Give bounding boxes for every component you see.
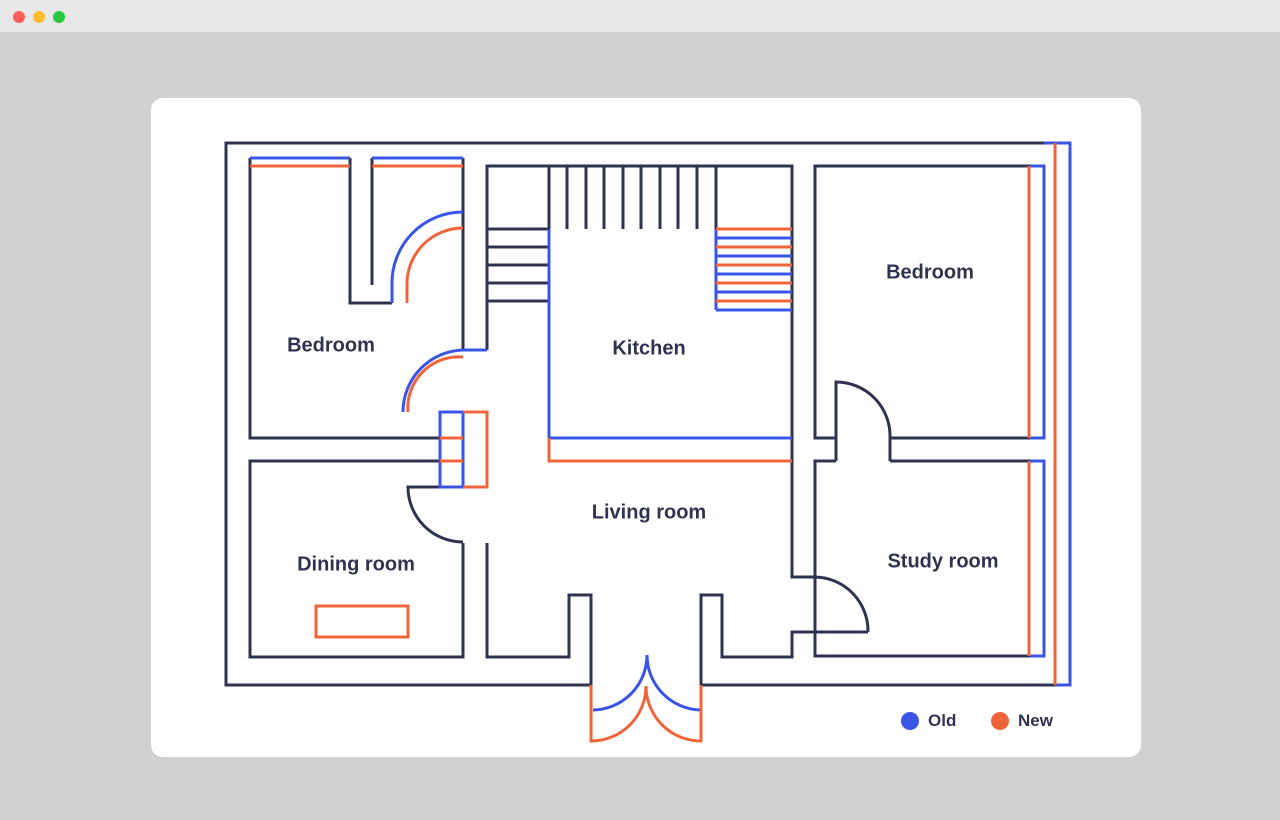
- room-label-living-room: Living room: [591, 501, 707, 524]
- outer-wall: [224, 141, 1072, 687]
- closet-wall: [348, 158, 392, 305]
- staircase: [487, 166, 718, 303]
- old-closet-door: [390, 210, 464, 303]
- legend-dot-new: [991, 712, 1009, 730]
- room-label-dining-room: Dining room: [297, 553, 415, 576]
- living-room-wall: [485, 543, 593, 685]
- old-outer-wall: [1044, 141, 1072, 687]
- floor-plan-diagram: [224, 141, 1072, 743]
- bedroom-right-door: [834, 380, 892, 461]
- bedroom-left-wall: [248, 158, 440, 440]
- old-bedroom-door: [401, 348, 487, 413]
- legend-label-new: New: [1018, 711, 1053, 730]
- room-label-kitchen: Kitchen: [612, 337, 686, 360]
- room-label-study-room: Study room: [887, 550, 999, 573]
- new-bedroom-door: [406, 355, 464, 413]
- legend-label-old: Old: [928, 711, 957, 730]
- dining-room-wall: [248, 459, 465, 659]
- new-layout: [250, 143, 1057, 743]
- dining-room-door: [406, 485, 464, 544]
- bedroom-right-wall: [813, 164, 1030, 440]
- room-label-bedroom-left: Bedroom: [287, 334, 375, 357]
- room-label-bedroom-right: Bedroom: [886, 261, 974, 284]
- dining-table: [314, 604, 410, 639]
- zoom-window-button[interactable]: [53, 11, 65, 23]
- legend-dot-old: [901, 712, 919, 730]
- legend-item-old: Old: [901, 711, 956, 731]
- stair-wall: [485, 164, 815, 579]
- new-entry-door: [589, 685, 703, 743]
- floor-plan-card: Bedroom Kitchen Bedroom Living room Dini…: [151, 98, 1141, 757]
- old-entry-door: [592, 654, 702, 712]
- study-room-wall: [813, 459, 1030, 658]
- new-kitchen-wall: [547, 438, 792, 463]
- window-titlebar: [0, 0, 1280, 32]
- close-window-button[interactable]: [13, 11, 25, 23]
- minimize-window-button[interactable]: [33, 11, 45, 23]
- old-kitchen-wall: [547, 229, 792, 440]
- walls: [224, 141, 1072, 687]
- legend-item-new: New: [991, 711, 1053, 731]
- new-closet-door: [405, 226, 464, 303]
- study-room-door: [814, 575, 870, 633]
